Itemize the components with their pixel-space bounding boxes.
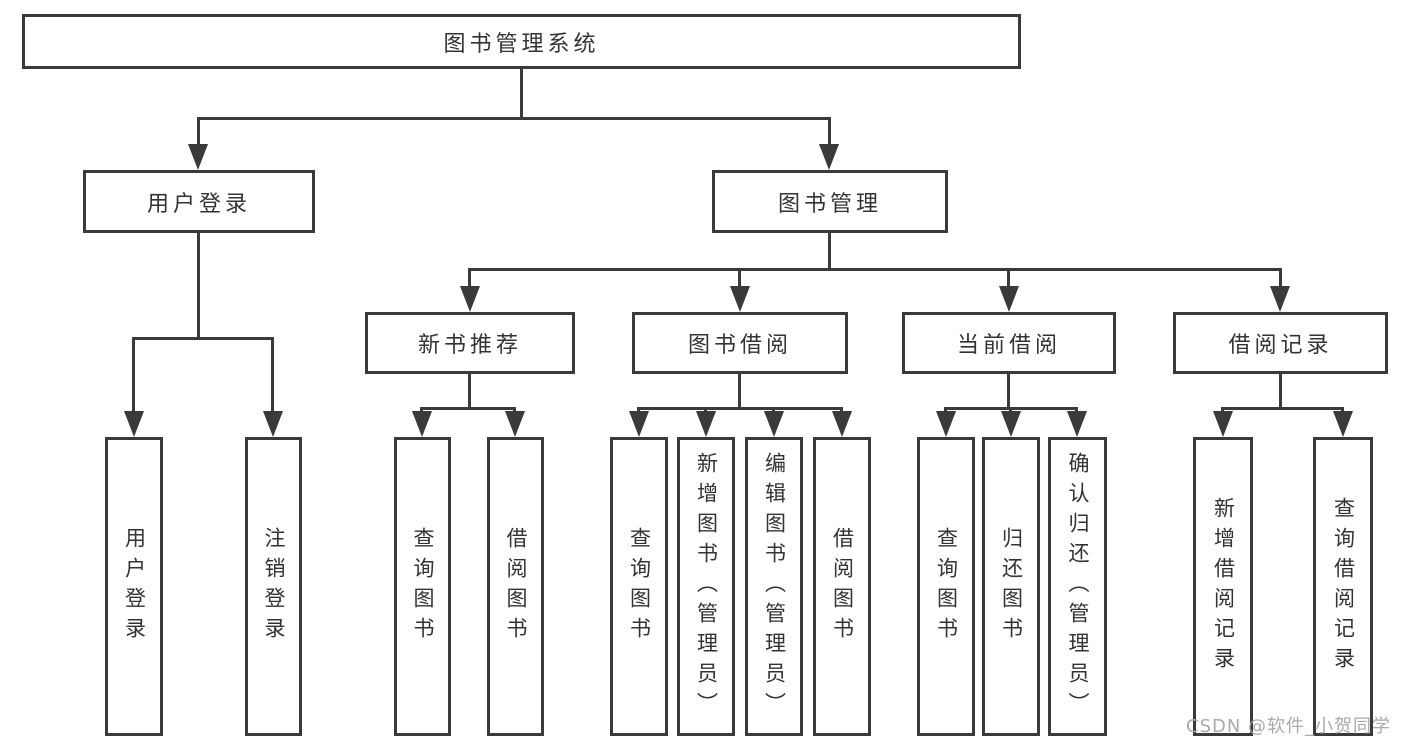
arrow-down-icon xyxy=(696,411,716,437)
node-current-borrow-label: 当前借阅 xyxy=(956,333,1061,358)
leaf-query-borrow-record-label: 查询借阅记录 xyxy=(1331,496,1356,677)
arrow-down-icon xyxy=(1213,411,1233,437)
leaf-logout: 注销登录 xyxy=(245,437,302,736)
connector-line xyxy=(1279,268,1282,289)
node-new-book-recommend: 新书推荐 xyxy=(365,312,575,374)
arrow-down-icon xyxy=(412,411,432,437)
connector-line xyxy=(738,268,741,289)
connector-line xyxy=(637,407,843,410)
arrow-down-icon xyxy=(936,411,956,437)
node-book-borrow: 图书借阅 xyxy=(632,312,848,374)
arrow-down-icon xyxy=(819,144,839,170)
leaf-current-query-book: 查询图书 xyxy=(917,437,975,736)
node-root: 图书管理系统 xyxy=(22,14,1021,69)
arrow-down-icon xyxy=(1333,411,1353,437)
connector-line xyxy=(828,233,831,271)
connector-line xyxy=(197,117,831,120)
connector-line xyxy=(468,374,471,410)
leaf-borrow-query-book: 查询图书 xyxy=(610,437,668,736)
arrow-down-icon xyxy=(124,411,144,437)
connector-line xyxy=(1007,374,1010,410)
arrow-down-icon xyxy=(730,286,750,312)
arrow-down-icon xyxy=(832,411,852,437)
leaf-current-query-book-label: 查询图书 xyxy=(934,526,959,647)
leaf-return-book-label: 归还图书 xyxy=(999,526,1024,647)
connector-line xyxy=(132,337,135,414)
arrow-down-icon xyxy=(629,411,649,437)
node-borrow-records-label: 借阅记录 xyxy=(1228,333,1333,358)
leaf-query-borrow-record: 查询借阅记录 xyxy=(1313,437,1373,736)
node-current-borrow: 当前借阅 xyxy=(902,312,1116,374)
node-borrow-records: 借阅记录 xyxy=(1173,312,1388,374)
connector-line xyxy=(1279,374,1282,410)
leaf-recommend-query-book: 查询图书 xyxy=(394,437,451,736)
leaf-user-login-label: 用户登录 xyxy=(122,526,147,647)
connector-line xyxy=(520,68,523,120)
leaf-edit-book-admin-label: 编辑图书（管理员） xyxy=(762,451,787,722)
leaf-borrow-book: 借阅图书 xyxy=(813,437,871,736)
leaf-borrow-book-label: 借阅图书 xyxy=(830,526,855,647)
leaf-recommend-query-book-label: 查询图书 xyxy=(411,526,435,647)
connector-line xyxy=(1221,407,1344,410)
connector-line xyxy=(132,337,274,340)
csdn-watermark: CSDN @软件_小贺同学 xyxy=(1186,716,1392,737)
leaf-edit-book-admin: 编辑图书（管理员） xyxy=(745,437,803,736)
leaf-add-borrow-record: 新增借阅记录 xyxy=(1193,437,1253,736)
node-book-borrow-label: 图书借阅 xyxy=(687,333,792,358)
arrow-down-icon xyxy=(188,144,208,170)
arrow-down-icon xyxy=(1067,411,1087,437)
leaf-borrow-query-book-label: 查询图书 xyxy=(627,526,652,647)
node-user-login: 用户登录 xyxy=(83,170,315,233)
connector-line xyxy=(1007,268,1010,289)
leaf-return-book: 归还图书 xyxy=(982,437,1040,736)
leaf-add-borrow-record-label: 新增借阅记录 xyxy=(1211,496,1236,677)
arrow-down-icon xyxy=(1001,411,1021,437)
arrow-down-icon xyxy=(460,286,480,312)
connector-line xyxy=(197,117,200,145)
leaf-confirm-return-admin: 确认归还（管理员） xyxy=(1048,437,1107,736)
leaf-confirm-return-admin-label: 确认归还（管理员） xyxy=(1066,451,1090,722)
node-root-label: 图书管理系统 xyxy=(443,31,600,57)
leaf-user-login: 用户登录 xyxy=(105,437,163,736)
leaf-recommend-borrow-book: 借阅图书 xyxy=(487,437,544,736)
connector-line xyxy=(468,268,1282,271)
leaf-add-book-admin-label: 新增图书（管理员） xyxy=(694,451,719,722)
arrow-down-icon xyxy=(999,286,1019,312)
node-new-book-recommend-label: 新书推荐 xyxy=(417,333,522,358)
arrow-down-icon xyxy=(764,411,784,437)
connector-line xyxy=(271,337,274,414)
connector-line xyxy=(828,117,831,145)
arrow-down-icon xyxy=(505,411,525,437)
connector-line xyxy=(468,268,471,289)
leaf-recommend-borrow-book-label: 借阅图书 xyxy=(504,526,528,647)
arrow-down-icon xyxy=(1270,286,1290,312)
leaf-logout-label: 注销登录 xyxy=(262,526,286,647)
node-book-management-label: 图书管理 xyxy=(777,191,882,217)
node-user-login-label: 用户登录 xyxy=(146,191,251,217)
arrow-down-icon xyxy=(263,411,283,437)
node-book-management: 图书管理 xyxy=(712,170,948,233)
connector-line xyxy=(420,407,516,410)
leaf-add-book-admin: 新增图书（管理员） xyxy=(677,437,735,736)
connector-line xyxy=(738,374,741,410)
connector-line xyxy=(197,233,200,340)
